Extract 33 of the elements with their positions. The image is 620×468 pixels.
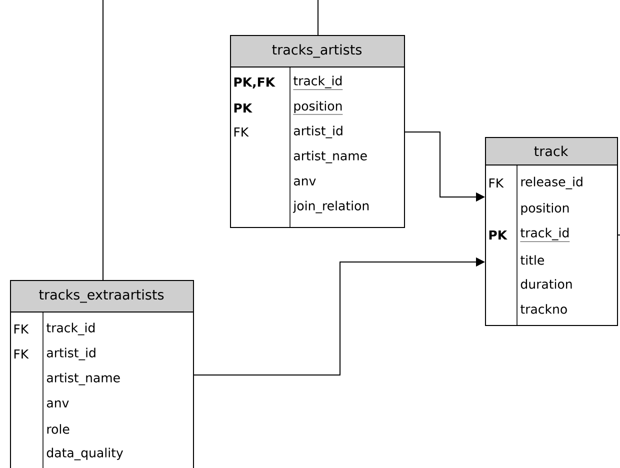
field-name: artist_id: [294, 126, 342, 138]
field-name: data_quality: [46, 448, 124, 460]
field-name: artist_name: [294, 150, 367, 164]
key-label: FK: [234, 127, 249, 137]
field-name: trackno: [520, 304, 567, 314]
table-title: track: [534, 146, 568, 156]
key-label: FK: [14, 349, 29, 359]
connector-line: [102, 0, 104, 280]
field-name: artist_id: [46, 348, 96, 360]
field-name: position: [293, 100, 343, 115]
field-name: track_id: [520, 228, 570, 242]
field-name: artist_name: [46, 372, 120, 386]
table-title: tracks_extraartists: [39, 289, 164, 303]
key-label: PK: [489, 230, 508, 240]
table-box: [230, 35, 405, 228]
field-name: release_id: [521, 176, 582, 190]
field-name: position: [521, 202, 569, 216]
field-name: track_id: [293, 76, 343, 90]
field-name: role: [47, 424, 70, 434]
field-name: track_id: [46, 322, 95, 336]
field-name: title: [520, 255, 544, 265]
key-label: PK,FK: [234, 78, 276, 88]
key-label: PK: [234, 103, 252, 113]
table-box: [10, 280, 194, 468]
key-label: FK: [14, 324, 29, 334]
field-name: anv: [294, 178, 316, 186]
field-name: join_relation: [292, 200, 369, 214]
table-title: tracks_artists: [272, 44, 362, 58]
key-label: FK: [489, 178, 504, 188]
field-name: anv: [46, 400, 69, 408]
connector-line: [618, 234, 620, 236]
table-box: [484, 137, 618, 326]
field-name: duration: [520, 279, 572, 289]
